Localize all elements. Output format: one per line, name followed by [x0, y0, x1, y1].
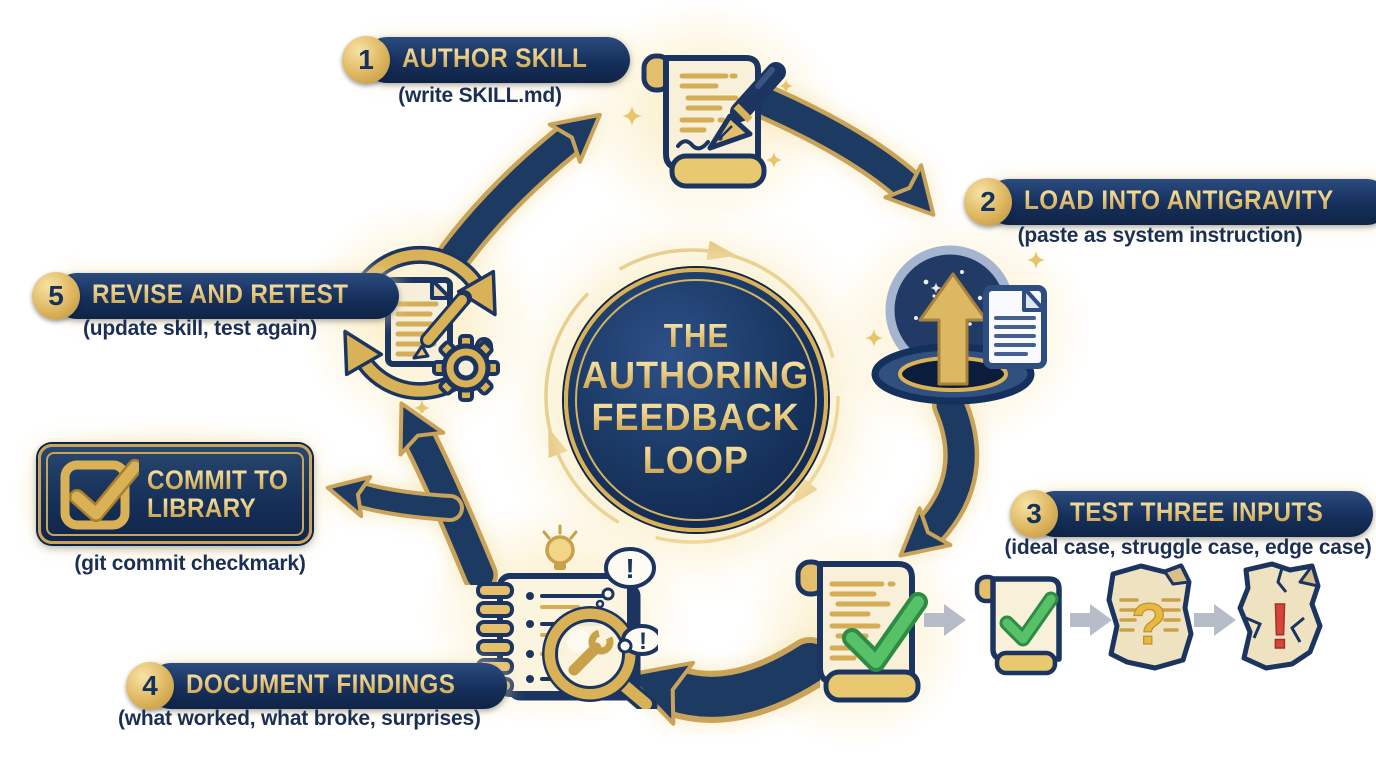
- exclamation-mark: !: [1269, 590, 1290, 662]
- step-2-badge: 2 LOAD INTO ANTIGRAVITY: [964, 178, 1376, 226]
- question-mark: ?: [1131, 592, 1166, 657]
- step-2-number: 2: [964, 178, 1012, 226]
- commit-subtitle: (git commit checkmark): [74, 552, 306, 575]
- step-2-title: LOAD INTO ANTIGRAVITY: [1024, 185, 1334, 215]
- step-5-badge: 5 REVISE AND RETEST: [32, 272, 399, 320]
- step-3-badge: 3 TEST THREE INPUTS: [1010, 490, 1374, 538]
- tear-cracks: [1245, 567, 1305, 643]
- step-5-number: 5: [32, 272, 80, 320]
- step-1-badge: 1 AUTHOR SKILL: [342, 36, 630, 84]
- step-4-subtitle: (what worked, what broke, surprises): [118, 707, 481, 730]
- step-4-pill: DOCUMENT FINDINGS: [148, 663, 508, 709]
- step-3-title: TEST THREE INPUTS: [1070, 497, 1324, 527]
- doc-text-lines: [1119, 598, 1181, 632]
- sequence-arrow-icon: [924, 604, 966, 636]
- ideal-scroll-check-icon: [974, 574, 1062, 676]
- commit-to-library-box: COMMIT TO LIBRARY: [38, 444, 312, 544]
- struggle-doc-question-icon: ?: [1106, 563, 1194, 671]
- step-2-pill: LOAD INTO ANTIGRAVITY: [986, 179, 1376, 225]
- sequence-arrow-icon: [1194, 604, 1236, 636]
- center-title-line: THE: [663, 316, 729, 354]
- portal-upload-icon: [865, 245, 1047, 405]
- step-1-subtitle: (write SKILL.md): [398, 84, 562, 107]
- commit-title-line: LIBRARY: [147, 493, 256, 523]
- step-1-number: 1: [342, 36, 390, 84]
- sparkle: [413, 399, 431, 413]
- scroll-and-pen-icon: [622, 53, 793, 189]
- step-3-pill: TEST THREE INPUTS: [1032, 491, 1374, 537]
- step-5-subtitle: (update skill, test again): [82, 317, 317, 340]
- step-4-number: 4: [126, 662, 174, 710]
- center-title-line: FEEDBACK: [591, 397, 801, 440]
- gear-icon: [432, 334, 500, 402]
- exclamation-mark: !: [639, 628, 647, 655]
- checkbox-check-icon: [60, 459, 139, 530]
- sequence-arrow-icon: [1070, 604, 1112, 636]
- step-1-pill: AUTHOR SKILL: [364, 37, 630, 83]
- lightbulb-icon: [542, 524, 578, 570]
- step-4-badge: 4 DOCUMENT FINDINGS: [126, 662, 508, 710]
- step-5-title: REVISE AND RETEST: [92, 279, 349, 309]
- commit-title: COMMIT TO LIBRARY: [147, 464, 304, 523]
- commit-title-line: COMMIT TO: [147, 464, 289, 495]
- edge-doc-exclamation-icon: !: [1237, 561, 1323, 671]
- step-3-subtitle: (ideal case, struggle case, edge case): [1004, 536, 1372, 559]
- center-title-line: AUTHORING: [582, 354, 810, 397]
- step-2-subtitle: (paste as system instruction): [1017, 224, 1303, 247]
- step-1-title: AUTHOR SKILL: [402, 43, 588, 73]
- document-icon: [983, 285, 1047, 369]
- center-title-line: LOOP: [642, 439, 750, 482]
- step-4-title: DOCUMENT FINDINGS: [186, 669, 456, 699]
- step-3-number: 3: [1010, 490, 1058, 538]
- step-5-pill: REVISE AND RETEST: [54, 273, 399, 319]
- center-emblem: THE AUTHORING FEEDBACK LOOP: [564, 268, 828, 532]
- scroll-check-icon: [795, 559, 928, 703]
- exclamation-mark: !: [625, 553, 634, 584]
- revise-cycle-icon: [343, 245, 500, 413]
